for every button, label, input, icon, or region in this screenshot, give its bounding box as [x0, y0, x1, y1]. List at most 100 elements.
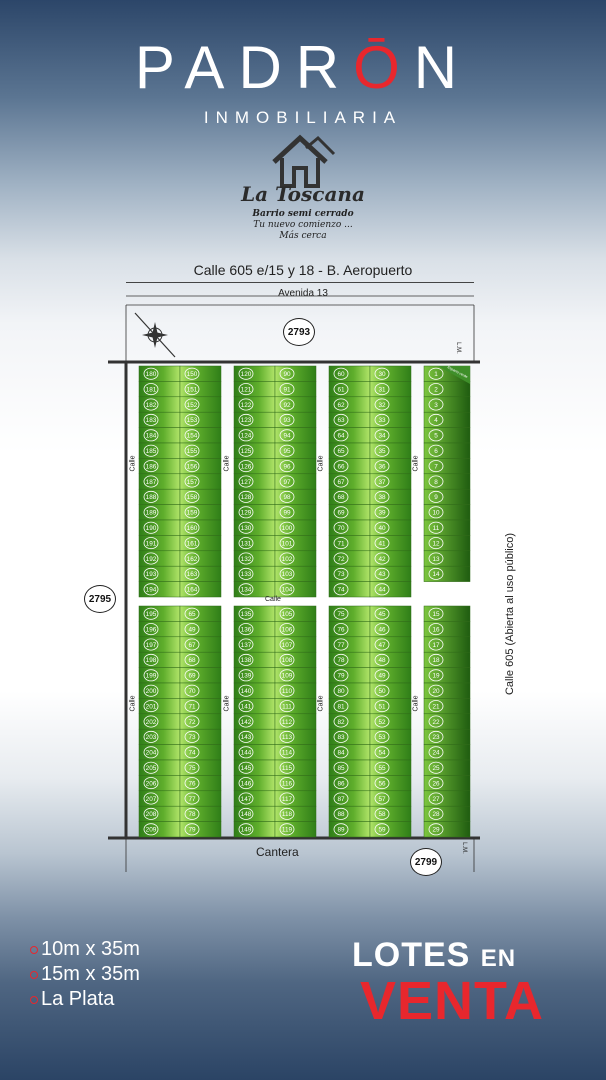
lot[interactable]: 181	[138, 381, 181, 398]
lot[interactable]: 120	[233, 365, 276, 382]
lot[interactable]: 158	[179, 488, 222, 505]
lot[interactable]: 22	[423, 713, 471, 730]
lot[interactable]: 134	[233, 581, 276, 598]
lot[interactable]: 153	[179, 411, 222, 428]
lot[interactable]: 3	[423, 396, 471, 413]
lot[interactable]: 68	[328, 488, 371, 505]
lot[interactable]: 144	[233, 744, 276, 761]
lot[interactable]: 115	[274, 759, 317, 776]
lot[interactable]: 68	[179, 651, 222, 668]
lot[interactable]: 36	[369, 458, 412, 475]
lot[interactable]: 150	[179, 365, 222, 382]
lot[interactable]: 118	[274, 805, 317, 822]
lot[interactable]: 159	[179, 504, 222, 521]
lot[interactable]: 190	[138, 519, 181, 536]
lot[interactable]: 131	[233, 535, 276, 552]
lot[interactable]: 74	[179, 744, 222, 761]
lot[interactable]: 162	[179, 550, 222, 567]
lot[interactable]: 108	[274, 651, 317, 668]
lot[interactable]: 13	[423, 550, 471, 567]
lot[interactable]: 78	[328, 651, 371, 668]
lot[interactable]: 145	[233, 759, 276, 776]
lot[interactable]: 10	[423, 504, 471, 521]
lot[interactable]: 128	[233, 488, 276, 505]
lot[interactable]: 104	[274, 581, 317, 598]
lot[interactable]: 133	[233, 565, 276, 582]
lot[interactable]: 30	[369, 365, 412, 382]
lot[interactable]: 19	[423, 667, 471, 684]
lot[interactable]: 201	[138, 698, 181, 715]
lot[interactable]: 182	[138, 396, 181, 413]
lot[interactable]: 117	[274, 790, 317, 807]
lot[interactable]: 61	[328, 381, 371, 398]
lot[interactable]: 2	[423, 381, 471, 398]
lot[interactable]: 93	[274, 411, 317, 428]
lot[interactable]: 105	[274, 605, 317, 622]
lot[interactable]: 96	[274, 458, 317, 475]
lot[interactable]: 8	[423, 473, 471, 490]
lot[interactable]: 141	[233, 698, 276, 715]
lot[interactable]: 47	[369, 636, 412, 653]
lot[interactable]: 202	[138, 713, 181, 730]
lot[interactable]: 194	[138, 581, 181, 598]
lot[interactable]: 17	[423, 636, 471, 653]
lot[interactable]: 71	[328, 535, 371, 552]
lot[interactable]: 70	[328, 519, 371, 536]
lot[interactable]: 58	[369, 805, 412, 822]
lot[interactable]: 9	[423, 488, 471, 505]
lot[interactable]: 123	[233, 411, 276, 428]
lot[interactable]: 14	[423, 565, 471, 582]
lot[interactable]: 37	[369, 473, 412, 490]
lot[interactable]: 82	[328, 713, 371, 730]
lot[interactable]: 80	[328, 682, 371, 699]
lot[interactable]: 63	[328, 411, 371, 428]
lot[interactable]: 72	[328, 550, 371, 567]
lot[interactable]: 87	[328, 790, 371, 807]
lot[interactable]: 78	[179, 805, 222, 822]
lot[interactable]: 20	[423, 682, 471, 699]
lot[interactable]: 33	[369, 411, 412, 428]
lot[interactable]: 127	[233, 473, 276, 490]
lot[interactable]: 185	[138, 442, 181, 459]
lot[interactable]: 25	[423, 759, 471, 776]
lot[interactable]: 67	[328, 473, 371, 490]
lot[interactable]: 114	[274, 744, 317, 761]
lot[interactable]: 51	[369, 698, 412, 715]
lot[interactable]: 139	[233, 667, 276, 684]
lot[interactable]: 65	[328, 442, 371, 459]
lot[interactable]: 203	[138, 728, 181, 745]
lot[interactable]: 79	[179, 821, 222, 838]
lot[interactable]: 75	[179, 759, 222, 776]
lot[interactable]: 186	[138, 458, 181, 475]
lot[interactable]: 196	[138, 621, 181, 638]
lot[interactable]: 73	[179, 728, 222, 745]
lot[interactable]: 69	[179, 667, 222, 684]
lot[interactable]: 35	[369, 442, 412, 459]
lot[interactable]: 38	[369, 488, 412, 505]
lot[interactable]: 28	[423, 805, 471, 822]
lot[interactable]: 122	[233, 396, 276, 413]
lot[interactable]: 53	[369, 728, 412, 745]
lot[interactable]: 77	[179, 790, 222, 807]
lot[interactable]: 71	[179, 698, 222, 715]
lot[interactable]: 107	[274, 636, 317, 653]
lot[interactable]: 55	[369, 759, 412, 776]
lot[interactable]: 140	[233, 682, 276, 699]
lot[interactable]: 64	[328, 427, 371, 444]
lot[interactable]: 84	[328, 744, 371, 761]
lot[interactable]: 149	[233, 821, 276, 838]
lot[interactable]: 103	[274, 565, 317, 582]
lot[interactable]: 85	[328, 759, 371, 776]
lot[interactable]: 39	[369, 504, 412, 521]
lot[interactable]: 40	[369, 519, 412, 536]
lot[interactable]: 69	[328, 504, 371, 521]
lot[interactable]: 136	[233, 621, 276, 638]
lot[interactable]: 126	[233, 458, 276, 475]
lot[interactable]: 156	[179, 458, 222, 475]
lot[interactable]: 54	[369, 744, 412, 761]
lot[interactable]: 26	[423, 775, 471, 792]
lot[interactable]: 11	[423, 519, 471, 536]
lot[interactable]: 200	[138, 682, 181, 699]
lot[interactable]: 193	[138, 565, 181, 582]
lot[interactable]: 97	[274, 473, 317, 490]
